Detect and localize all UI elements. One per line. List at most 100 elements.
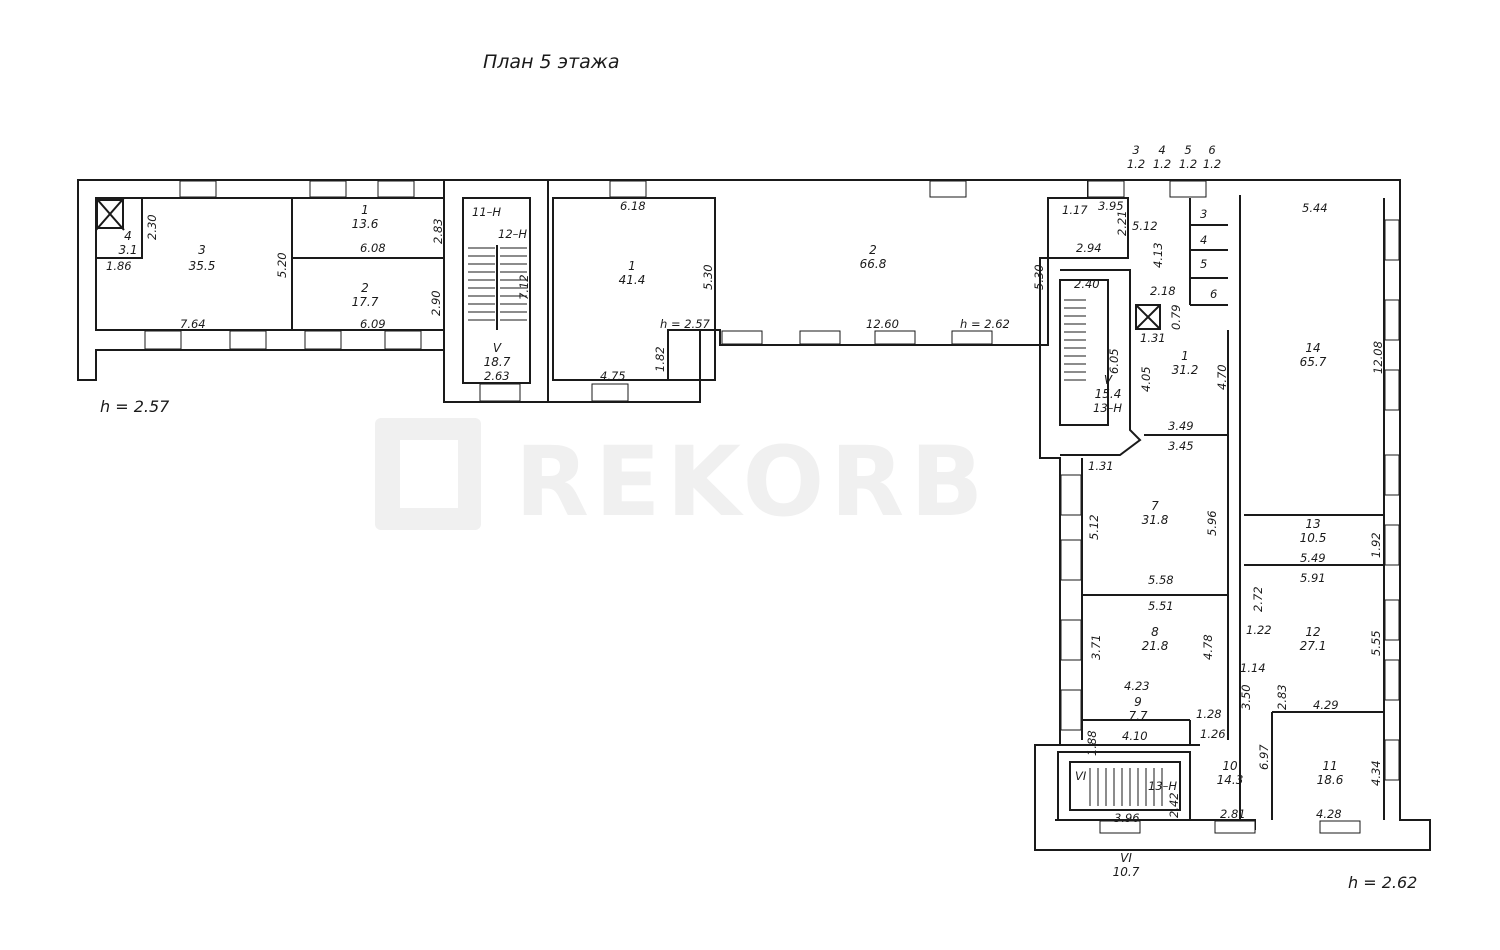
heights: h = 2.57 h = 2.57 h = 2.62 h = 2.62 [100, 317, 1417, 892]
dimension-label: 5.20 [275, 252, 289, 278]
dimension-label: 5.30 [1032, 264, 1046, 290]
room-number: 4 [1158, 143, 1165, 157]
room-area: 10.7 [1113, 865, 1140, 879]
dimension-label: 4.13 [1151, 242, 1165, 268]
room-number: 12 [1305, 625, 1320, 639]
room-area: 18.6 [1317, 773, 1344, 787]
dimension-label: 5.96 [1205, 510, 1219, 536]
room-area: 21.8 [1142, 639, 1169, 653]
room-area: 15.4 [1095, 387, 1122, 401]
dimension-label: 3.96 [1114, 811, 1140, 825]
room-area: 31.8 [1142, 513, 1169, 527]
dimension-label: 12.60 [866, 317, 899, 331]
dimension-label: 2.90 [429, 290, 443, 316]
room-area: 65.7 [1300, 355, 1327, 369]
stair-label-11n: 11–Н [472, 205, 501, 219]
dimension-label: 7.12 [517, 274, 531, 300]
room-number: 1 [361, 203, 369, 217]
room-number: 5 [1184, 143, 1191, 157]
dimension-label: 7.64 [180, 317, 206, 331]
room-area: 17.7 [352, 295, 379, 309]
stair-label-12n: 12–Н [498, 227, 527, 241]
windows [144, 180, 1400, 834]
room-area: 13.6 [352, 217, 379, 231]
dimension-label: 12.08 [1371, 341, 1385, 374]
room-number: 3 [198, 243, 206, 257]
room-number: 4 [124, 229, 132, 243]
dimension-label: 3.45 [1168, 439, 1194, 453]
dimension-label: 1.86 [106, 259, 132, 273]
height-room-2: h = 2.62 [960, 317, 1010, 331]
wc-label: 4 [1200, 233, 1207, 247]
dimension-label: 5.49 [1300, 551, 1326, 565]
dimension-label: 1.31 [1140, 331, 1166, 345]
dimension-label: 2.81 [1220, 807, 1246, 821]
room-number: 10 [1222, 759, 1238, 773]
room-number: 2 [361, 281, 369, 295]
dimension-label: 6.97 [1257, 744, 1271, 770]
dimension-label: 3.50 [1239, 684, 1253, 710]
dimension-label: 1.14 [1240, 661, 1266, 675]
room-number: 6 [1208, 143, 1215, 157]
dimension-label: 3.49 [1168, 419, 1194, 433]
dimension-label: 2.83 [1275, 684, 1289, 710]
room-number: 3 [1132, 143, 1139, 157]
room-area: 1.2 [1153, 157, 1171, 171]
dimension-label: 4.75 [600, 369, 626, 383]
dimension-label: 5.58 [1148, 573, 1174, 587]
wc-label: 6 [1210, 287, 1217, 301]
room-area: 35.5 [189, 259, 216, 273]
dimension-label: 1.88 [1085, 730, 1099, 756]
room-number: 8 [1151, 625, 1159, 639]
dimension-label: 4.34 [1369, 760, 1383, 786]
room-number: 11 [1322, 759, 1337, 773]
dimension-label: 2.42 [1167, 792, 1181, 818]
room-number: V [493, 341, 502, 355]
dimension-label: 6.18 [620, 199, 646, 213]
room-labels: 3 35.5 4 3.1 1 13.6 2 17.7 V 18.7 1 41.4… [118, 143, 1343, 879]
dimension-label: 2.40 [1074, 277, 1100, 291]
dimension-label: 5.44 [1302, 201, 1328, 215]
stair-labels: 11–Н 12–Н 13–Н 13–Н VI [472, 205, 1177, 793]
dimension-label: 6.09 [360, 317, 386, 331]
dimension-label: 3.95 [1098, 199, 1124, 213]
dimension-label: 1.92 [1369, 532, 1383, 558]
dimension-label: 2.83 [431, 218, 445, 244]
dimension-label: 2.30 [145, 214, 159, 240]
dimension-label: 2.21 [1115, 210, 1129, 236]
room-area: 1.2 [1127, 157, 1145, 171]
height-room-1: h = 2.57 [660, 317, 711, 331]
watermark: REKORB [375, 418, 989, 538]
dimension-label: 5.12 [1087, 514, 1101, 540]
dimension-label: 0.79 [1169, 304, 1183, 330]
room-area: 7.7 [1128, 709, 1147, 723]
dimension-label: 1.31 [1088, 459, 1114, 473]
dimension-label: 2.72 [1251, 586, 1265, 612]
dimension-label: 2.18 [1150, 284, 1176, 298]
room-number: 2 [869, 243, 877, 257]
dimension-label: 5.30 [701, 264, 715, 290]
height-right: h = 2.62 [1348, 873, 1417, 892]
room-area: 66.8 [860, 257, 887, 271]
room-area: 14.3 [1217, 773, 1244, 787]
room-area: 31.2 [1172, 363, 1199, 377]
wc-label: 5 [1200, 257, 1207, 271]
wc-labels: 3 4 5 6 [1200, 207, 1217, 301]
stair-treads [468, 247, 1163, 806]
room-number: 1 [1181, 349, 1189, 363]
room-area: 3.1 [118, 243, 137, 257]
watermark-text: REKORB [515, 426, 989, 538]
room-number: V [1104, 373, 1113, 387]
room-number: 13 [1305, 517, 1320, 531]
room-number: VI [1120, 851, 1132, 865]
dimension-label: 1.17 [1062, 203, 1088, 217]
dimension-label: 5.51 [1148, 599, 1174, 613]
dimension-label: 3.71 [1089, 634, 1103, 660]
dimension-label: 5.91 [1300, 571, 1326, 585]
room-number: 7 [1151, 499, 1159, 513]
wc-label: 3 [1200, 207, 1207, 221]
stair-label-13n-a: 13–Н [1093, 401, 1122, 415]
room-number: 1 [628, 259, 636, 273]
dimension-label: 4.70 [1215, 364, 1229, 390]
dimension-label: 5.12 [1132, 219, 1158, 233]
